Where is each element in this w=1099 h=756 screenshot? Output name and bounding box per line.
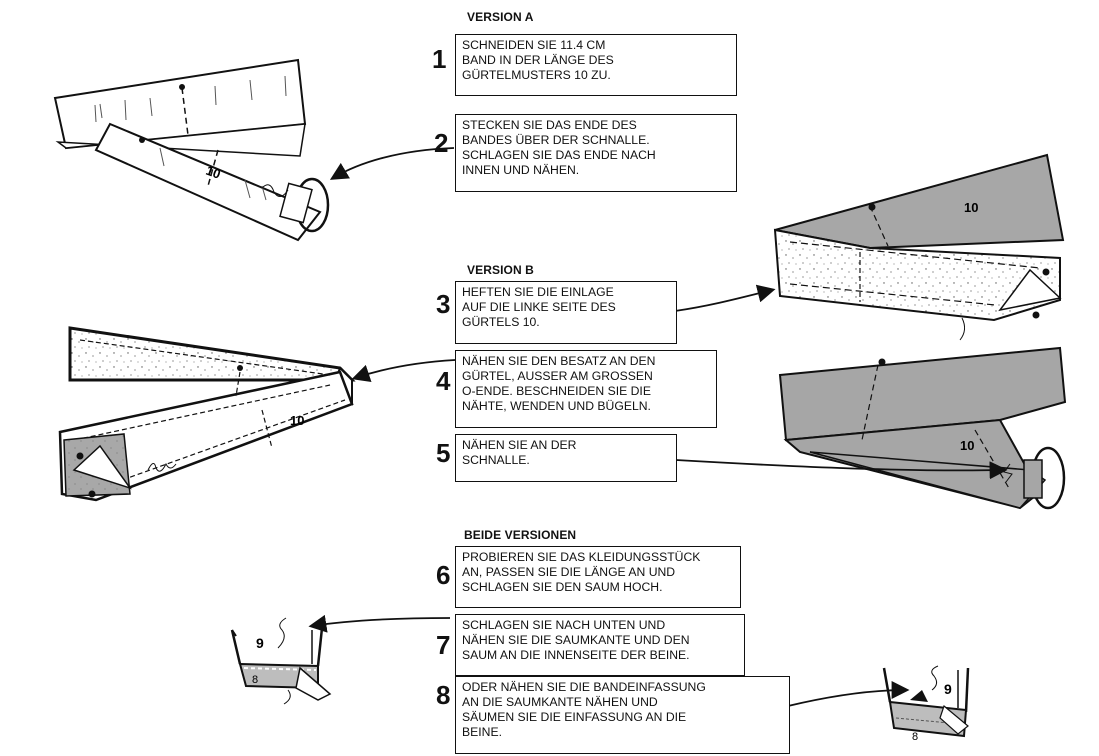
step-number-8: 8 xyxy=(436,680,451,710)
step-number-3: 3 xyxy=(436,289,451,319)
belt-a-label: 10 xyxy=(204,163,223,182)
belt-b-bottom-illustration: 10 xyxy=(778,346,1067,510)
step-5-line-2: SCHNALLE. xyxy=(462,453,530,467)
step-7-line-1: SCHLAGEN SIE NACH UNTEN UND xyxy=(462,618,666,632)
step-3-line-3: GÜRTELS 10. xyxy=(462,315,540,329)
step-2-text-box: STECKEN SIE DAS ENDE DES BANDES ÜBER DER… xyxy=(455,114,737,192)
section-title-both-versions: BEIDE VERSIONEN xyxy=(464,528,577,542)
belt-b-left-label: 10 xyxy=(290,413,304,428)
step-arrows xyxy=(308,147,1008,707)
step-number-5: 5 xyxy=(436,438,451,468)
step-8-line-2: AN DIE SAUMKANTE NÄHEN UND xyxy=(462,695,658,709)
hem-left-bottom-label: 8 xyxy=(252,674,258,686)
step-6-line-1: PROBIEREN SIE DAS KLEIDUNGSSTÜCK xyxy=(462,550,701,564)
step-1-line-1: SCHNEIDEN SIE 11.4 CM xyxy=(462,38,606,52)
step-7-text-box: SCHLAGEN SIE NACH UNTEN UND NÄHEN SIE DI… xyxy=(455,614,745,676)
belt-b-left-illustration: 10 xyxy=(58,326,356,502)
step-2-line-2: BANDES ÜBER DER SCHNALLE. xyxy=(462,133,650,147)
step-4-text-box: NÄHEN SIE DEN BESATZ AN DEN GÜRTEL, AUSS… xyxy=(455,350,717,428)
step-2-line-3: SCHLAGEN SIE DAS ENDE NACH xyxy=(462,148,656,162)
step-4-line-3: O-ENDE. BESCHNEIDEN SIE DIE xyxy=(462,384,651,398)
step-number-1: 1 xyxy=(432,44,447,74)
step-number-6: 6 xyxy=(436,560,451,590)
step-1-line-2: BAND IN DER LÄNGE DES xyxy=(462,53,614,67)
step-3-text-box: HEFTEN SIE DIE EINLAGE AUF DIE LINKE SEI… xyxy=(455,281,677,344)
section-title-version-a: VERSION A xyxy=(467,10,534,24)
step-7-line-2: NÄHEN SIE DIE SAUMKANTE UND DEN xyxy=(462,633,690,647)
step-4-line-1: NÄHEN SIE DEN BESATZ AN DEN xyxy=(462,354,656,368)
step-1-line-3: GÜRTELMUSTERS 10 ZU. xyxy=(462,68,611,82)
step-number-7: 7 xyxy=(436,630,451,660)
step-8-line-4: BEINE. xyxy=(462,725,502,739)
arrow-step-7 xyxy=(308,614,451,633)
step-2-line-1: STECKEN SIE DAS ENDE DES xyxy=(462,118,637,132)
belt-b-bottom-label: 10 xyxy=(960,438,974,453)
step-number-2: 2 xyxy=(434,128,449,158)
hem-right-illustration: 9 8 xyxy=(882,665,970,743)
step-7-line-3: SAUM AN DIE INNENSEITE DER BEINE. xyxy=(462,648,690,662)
belt-b-top-illustration: 10 xyxy=(773,153,1065,341)
step-6-line-2: AN, PASSEN SIE DIE LÄNGE AN UND xyxy=(462,565,676,579)
step-5-line-1: NÄHEN SIE AN DER xyxy=(462,438,577,452)
step-5-text-box: NÄHEN SIE AN DER SCHNALLE. xyxy=(455,434,677,482)
step-4-line-4: NÄHTE, WENDEN UND BÜGELN. xyxy=(462,399,651,413)
step-8-line-1: ODER NÄHEN SIE DIE BANDEINFASSUNG xyxy=(462,680,706,694)
hem-left-top-label: 9 xyxy=(256,635,264,651)
step-8-text-box: ODER NÄHEN SIE DIE BANDEINFASSUNG AN DIE… xyxy=(455,676,790,754)
belt-a-illustration: 10 xyxy=(53,58,330,242)
step-1-text-box: SCHNEIDEN SIE 11.4 CM BAND IN DER LÄNGE … xyxy=(455,34,737,96)
step-6-text-box: PROBIEREN SIE DAS KLEIDUNGSSTÜCK AN, PAS… xyxy=(455,546,741,608)
step-4-line-2: GÜRTEL, AUSSER AM GROSSEN xyxy=(462,369,653,383)
step-3-line-1: HEFTEN SIE DIE EINLAGE xyxy=(462,285,614,299)
step-number-4: 4 xyxy=(436,366,451,396)
arrow-step-8 xyxy=(787,681,910,707)
hem-right-top-label: 9 xyxy=(944,681,952,697)
arrow-step-2 xyxy=(329,147,455,180)
hem-right-bottom-label: 8 xyxy=(912,731,918,743)
step-2-line-4: INNEN UND NÄHEN. xyxy=(462,163,580,177)
arrow-step-4 xyxy=(351,359,456,382)
step-3-line-2: AUF DIE LINKE SEITE DES xyxy=(462,300,616,314)
arrow-step-5 xyxy=(675,459,1008,480)
hem-left-illustration: 9 8 xyxy=(230,617,332,705)
arrow-step-3 xyxy=(674,284,776,312)
step-8-line-3: SÄUMEN SIE DIE EINFASSUNG AN DIE xyxy=(462,710,687,724)
belt-b-top-label: 10 xyxy=(964,200,978,215)
section-title-version-b: VERSION B xyxy=(467,263,534,277)
step-6-line-3: SCHLAGEN SIE DEN SAUM HOCH. xyxy=(462,580,663,594)
